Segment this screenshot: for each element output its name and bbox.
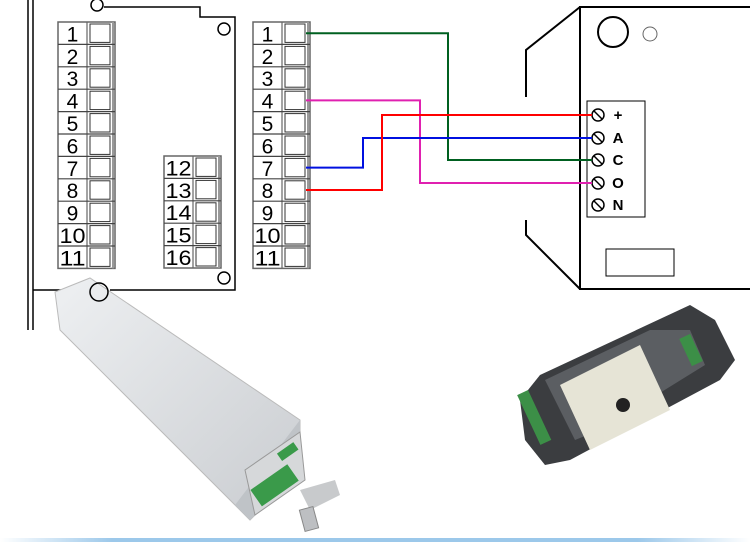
terminal-screw-slot xyxy=(89,68,111,88)
terminal-number: 10 xyxy=(255,225,281,248)
sensor-label-plate xyxy=(605,248,675,277)
sensor-terminal-label: N xyxy=(613,197,624,214)
terminal-number: 4 xyxy=(262,91,274,114)
sensor-terminal-label: + xyxy=(614,107,623,124)
wires xyxy=(306,32,592,191)
terminal-number: 4 xyxy=(67,91,79,114)
terminal-screw-slot xyxy=(89,180,111,200)
terminal-screw-slot xyxy=(284,225,306,245)
sensor-terminal-label: C xyxy=(613,152,624,169)
terminal-screw-slot xyxy=(284,180,306,200)
terminal-screw-slot xyxy=(284,247,306,267)
terminal-screw-slot xyxy=(284,45,306,66)
terminal-number: 14 xyxy=(166,202,192,225)
terminal-screw-slot xyxy=(195,247,217,267)
wire-7-to-A xyxy=(306,137,592,169)
terminal-screw-slot xyxy=(89,23,111,43)
mount-hole-icon xyxy=(217,271,231,285)
terminal-number: 11 xyxy=(255,247,281,270)
terminal-screw-slot xyxy=(89,113,111,133)
terminal-screw-slot xyxy=(195,224,217,245)
controller-unit-photo xyxy=(54,277,340,533)
terminal-screw-slot xyxy=(284,202,306,223)
sensor-terminal-label: O xyxy=(612,175,624,192)
terminal-number: 8 xyxy=(67,180,79,203)
terminal-number: 7 xyxy=(67,158,79,181)
wire-8-to-+ xyxy=(306,114,592,191)
terminal-number: 3 xyxy=(67,68,79,91)
terminal-number: 9 xyxy=(67,203,79,226)
terminal-number: 1 xyxy=(262,23,274,46)
terminal-number: 11 xyxy=(60,247,86,270)
terminal-number: 5 xyxy=(262,113,274,136)
terminal-number: 9 xyxy=(262,203,274,226)
terminal-number: 12 xyxy=(166,157,192,180)
terminal-screw-slot xyxy=(195,202,217,222)
terminal-screw-slot xyxy=(284,157,306,178)
mount-hole-icon xyxy=(89,282,109,302)
terminal-number: 15 xyxy=(166,225,192,248)
sensor-terminal-label: A xyxy=(613,130,624,147)
indicator-led-icon xyxy=(642,26,658,42)
sensor-bracket-bottom xyxy=(525,220,581,290)
terminal-number: 7 xyxy=(262,158,274,181)
terminal-number: 5 xyxy=(67,113,79,136)
terminal-screw-slot xyxy=(89,157,111,178)
controller-panel xyxy=(27,0,236,330)
terminal-screw-slot xyxy=(89,135,111,155)
terminal-screw-slot xyxy=(89,225,111,245)
mount-hole-icon xyxy=(217,22,231,36)
terminal-number: 6 xyxy=(262,135,274,158)
footer-divider xyxy=(0,538,750,542)
terminal-screw-slot xyxy=(89,202,111,223)
beam-sensor-photo xyxy=(517,305,735,465)
terminal-number: 2 xyxy=(262,46,274,69)
terminal-screw-slot xyxy=(195,179,217,200)
terminal-number: 3 xyxy=(262,68,274,91)
lens-icon xyxy=(597,16,629,48)
terminal-screw-slot xyxy=(89,90,111,111)
terminal-screw-slot xyxy=(284,113,306,133)
terminal-number: 1 xyxy=(67,23,79,46)
board-outline xyxy=(104,6,236,291)
terminal-screw-slot xyxy=(89,45,111,66)
sensor-bracket-top xyxy=(525,6,581,97)
terminal-screw-slot xyxy=(284,68,306,88)
terminal-screw-slot xyxy=(284,23,306,43)
terminal-screw-slot xyxy=(284,135,306,155)
terminal-screw-slot xyxy=(195,157,217,177)
wire-4-to-O xyxy=(306,99,592,184)
terminal-number: 6 xyxy=(67,135,79,158)
sensor-body-outline xyxy=(579,6,750,290)
terminal-number: 2 xyxy=(67,46,79,69)
terminal-screw-slot xyxy=(284,90,306,111)
wire-1-to-C xyxy=(306,32,592,161)
terminal-number: 13 xyxy=(166,180,192,203)
terminal-screw-slot xyxy=(89,247,111,267)
mount-hole-icon xyxy=(90,0,104,12)
terminal-number: 10 xyxy=(60,225,86,248)
terminal-number: 8 xyxy=(262,180,274,203)
sensor-device xyxy=(525,6,750,290)
terminal-number: 16 xyxy=(166,247,192,270)
